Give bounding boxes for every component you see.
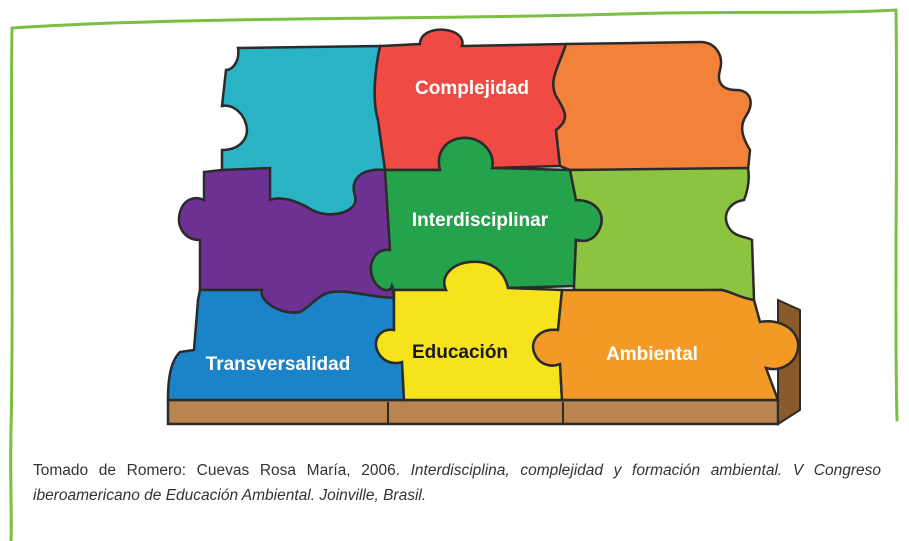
label-transversalidad: Transversalidad (205, 354, 351, 375)
source-caption: Tomado de Romero: Cuevas Rosa María, 200… (33, 458, 881, 508)
puzzle-piece-orange-top (552, 40, 752, 172)
label-interdisciplinar: Interdisciplinar (411, 210, 549, 231)
caption-normal: Tomado de Romero: Cuevas Rosa María, 200… (33, 462, 411, 479)
label-ambiental: Ambiental (606, 344, 698, 365)
label-complejidad: Complejidad (414, 78, 530, 99)
label-educacion: Educación (411, 342, 509, 363)
caption-italic: Interdisciplina, complejidad y formación… (33, 462, 882, 504)
puzzle-piece-lime (568, 166, 756, 302)
wood-base (166, 398, 780, 426)
puzzle-piece-orange-bottom (531, 288, 800, 402)
